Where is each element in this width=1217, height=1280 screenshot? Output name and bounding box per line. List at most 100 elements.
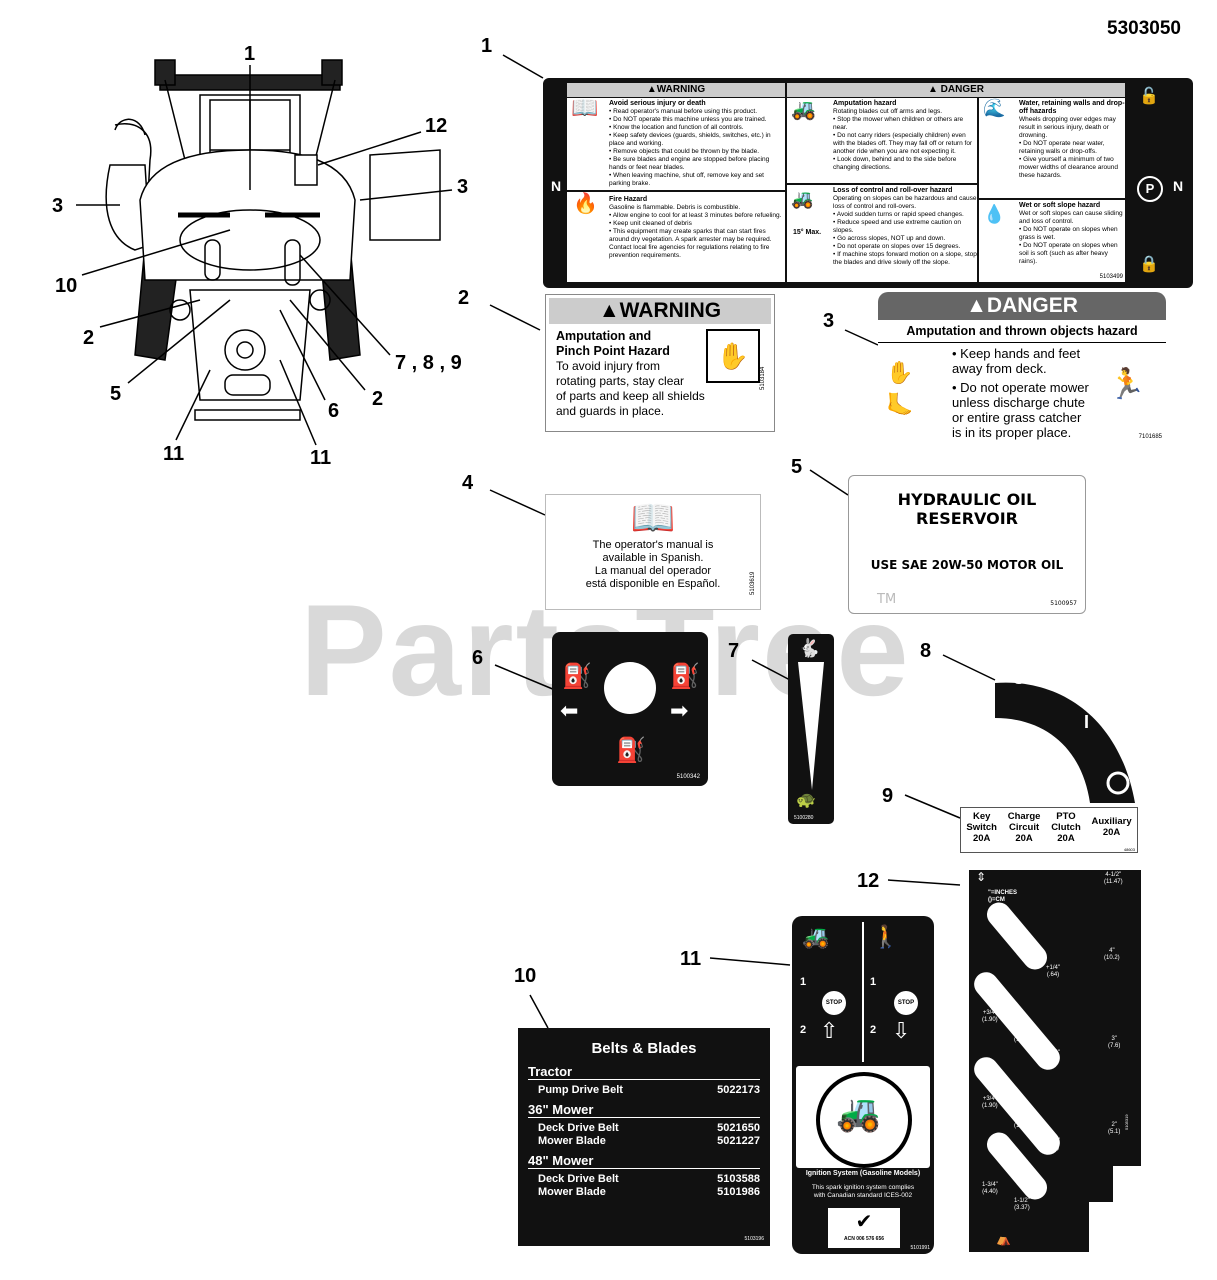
callout-2: 2 (83, 327, 95, 349)
warning-body: To avoid injury from rotating parts, sta… (556, 359, 705, 418)
neutral-left-label: N (551, 178, 562, 194)
row-label: Deck Drive Belt (538, 1173, 619, 1185)
decal-code: 48603 (1123, 847, 1135, 852)
height-mark: 2" (5.1) (1108, 1122, 1121, 1135)
manual-icon: 📖 (571, 98, 599, 120)
height-mark: +1/4" (.64) (1046, 965, 1060, 978)
decal-11-operator-presence: 🚜 🚶 1 1 STOP STOP 2 2 ⇧ ⇩ 🚜 Ignition Sys… (792, 916, 934, 1254)
decal-code: 7101685 (1138, 434, 1162, 440)
callout-8: 8 (920, 640, 932, 662)
dropoff-icon: 🌊 (983, 98, 1006, 118)
height-mark: +3/4" (1.90) (982, 1010, 998, 1023)
ignition-body: This spark ignition system complies with… (811, 1184, 915, 1199)
panel-wet-slope: 💧 Wet or soft slope hazard Wet or soft s… (979, 200, 1125, 282)
ctick-badge: ✔ ACN 006 576 656 (828, 1208, 900, 1248)
callout-2: 2 (458, 287, 470, 309)
callout-6: 6 (328, 400, 340, 422)
row-label: Mower Blade (538, 1186, 606, 1198)
stop-icon: STOP (894, 991, 918, 1015)
ignition-off-label: O (1012, 668, 1027, 688)
belts-title: Belts & Blades (591, 1040, 697, 1057)
row-value: 5103588 (717, 1173, 760, 1185)
callout-6: 6 (472, 647, 484, 669)
step-number: 1 (870, 976, 877, 988)
mower-height-icon: ⇕ (976, 870, 987, 884)
decal-code: 5103619 (750, 571, 756, 595)
callout-11: 11 (680, 948, 702, 970)
neutral-right-label: N (1173, 178, 1184, 194)
decal-4-spanish-manual: 📖 The operator's manual is available in … (545, 494, 761, 610)
panel-amputation: 🚜 Amputation hazard Rotating blades cut … (787, 98, 977, 183)
decal-7-throttle: 🐇 🐢 5100280 (788, 634, 834, 824)
panel-body: Wet or soft slopes can cause sliding and… (1019, 210, 1123, 265)
unlock-icon: 🔓 (1139, 88, 1159, 105)
callout-5: 5 (791, 456, 803, 478)
fire-icon: 🔥 (573, 193, 598, 215)
decal-6-fuel-selector: ⛽ ⛽ ⬅ ➡ ⛽ 5100342 (552, 632, 708, 786)
callout-11: 11 (310, 447, 332, 469)
stop-icon: STOP (822, 991, 846, 1015)
lever-up-icon: ⇧ (820, 1018, 839, 1043)
parking-brake-icon: P (1137, 176, 1163, 202)
ignition-on-label: I (1084, 712, 1090, 732)
danger-bullet-1: • Keep hands and feet away from deck. (952, 346, 1081, 376)
section-48-mower: 48" Mower (528, 1153, 760, 1169)
decal-code: 5103499 (1099, 274, 1123, 280)
decal-code: 5105319 (1124, 1114, 1129, 1130)
callout-10: 10 (514, 965, 537, 987)
max-slope-label: 15° Max. (793, 229, 822, 236)
callout-7: 7 (728, 640, 740, 662)
callout-9: 9 (882, 785, 894, 807)
decal-8-ignition-arc (995, 682, 1135, 803)
wet-slope-icon: 💧 (983, 204, 1006, 224)
callout-3: 3 (457, 176, 469, 198)
foot-deck-icon: 🦶 (886, 392, 914, 417)
row-label: Pump Drive Belt (538, 1084, 623, 1096)
callout-10: 10 (55, 275, 78, 297)
panel-title: Avoid serious injury or death (609, 100, 706, 107)
panel-avoid-injury: 📖 Avoid serious injury or death • Read o… (567, 98, 785, 190)
height-mark: +1/2" (1.27) (1014, 1030, 1030, 1043)
decal-1-safety-panel: N N P 🔓 🔒 ▲WARNING ▲ DANGER 📖 Avoid seri… (543, 78, 1193, 288)
decal-code: 5101991 (910, 1245, 930, 1251)
callout-2: 2 (372, 388, 384, 410)
panel-title: Fire Hazard (609, 196, 648, 203)
panel-title: Loss of control and roll-over hazard (833, 187, 953, 194)
callout-5: 5 (110, 383, 122, 405)
seat-icon: ⛺ (996, 1232, 1011, 1246)
row-value: 5101986 (717, 1186, 760, 1198)
height-mark: 4" (10.2) (1104, 948, 1120, 961)
warning-title: Amputation and Pinch Point Hazard (556, 329, 670, 358)
callout-11: 11 (163, 443, 185, 465)
section-tractor: Tractor (528, 1064, 760, 1080)
manual-book-icon: 📖 (630, 497, 676, 538)
danger-header: ▲DANGER (878, 292, 1166, 320)
callout-3: 3 (823, 310, 835, 332)
step-number: 2 (800, 1024, 807, 1036)
operator-off-seat-icon: 🚶 (872, 924, 900, 949)
arrow-left-icon: ⬅ (560, 698, 579, 723)
manual-text: The operator's manual is available in Sp… (585, 539, 721, 590)
height-mark: 3" (7.6) (1108, 1036, 1121, 1049)
step-number: 1 (800, 976, 807, 988)
prohibition-icon (816, 1072, 912, 1168)
step-number: 2 (870, 1024, 877, 1036)
no-riders-panel: 🚜 (796, 1066, 930, 1168)
arrow-right-icon: ➡ (670, 698, 689, 723)
lever-down-icon: ⇩ (892, 1018, 911, 1043)
thrown-object-person-icon: 🏃 (1108, 368, 1146, 401)
section-36-mower: 36" Mower (528, 1102, 760, 1118)
warning-header: ▲WARNING (567, 83, 785, 97)
row-value: 5021227 (717, 1135, 760, 1147)
ctick-icon: ✔ (855, 1211, 873, 1233)
acn-number: ACN 006 576 656 (843, 1236, 885, 1242)
lock-icon: 🔒 (1139, 256, 1159, 273)
row-value: 5021650 (717, 1122, 760, 1134)
panel-title: Water, retaining walls and drop-off haza… (1019, 100, 1125, 115)
height-mark: +3/4" (1.90) (982, 1096, 998, 1109)
trademark: TM (877, 592, 897, 607)
ignition-title: Ignition System (Gasoline Models) (805, 1170, 921, 1177)
height-mark: +1/2" (1.27) (1014, 1116, 1030, 1129)
